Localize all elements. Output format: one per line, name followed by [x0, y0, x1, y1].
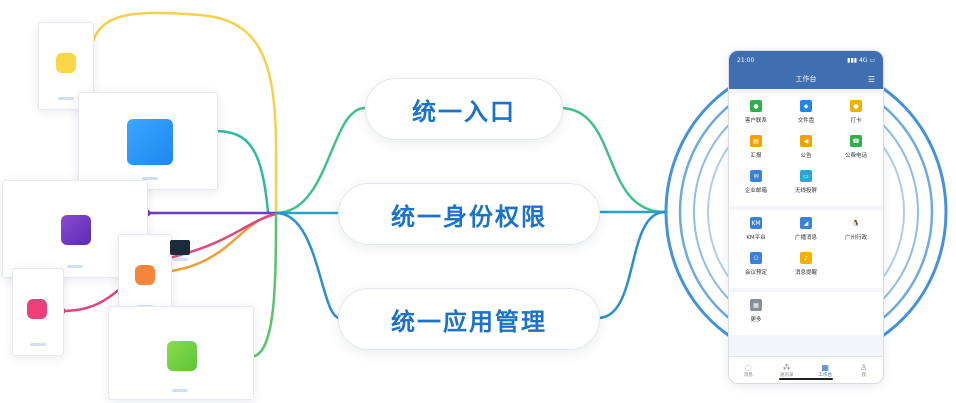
contacts-tab-icon: ⁂ — [782, 362, 791, 372]
phone-title: 工作台 — [795, 75, 817, 83]
filter-icon[interactable]: ☰ — [867, 75, 875, 84]
tab-label: 工作台 — [818, 372, 833, 378]
home-indicator — [779, 378, 833, 380]
app-folder[interactable]: ◆ 文件盘 — [781, 100, 831, 132]
dark-tile-caption — [172, 258, 188, 261]
green-tile — [167, 341, 197, 371]
app-bell[interactable]: ♪ 消息提醒 — [781, 252, 831, 284]
tab-label: 我 — [861, 372, 867, 378]
app-grid[interactable]: ▦ 更多 — [731, 299, 781, 331]
tab-label: 消息 — [743, 372, 753, 378]
orange-tile — [135, 265, 155, 285]
card-caption-bar — [67, 265, 83, 268]
app-label: 消息提醒 — [794, 270, 817, 276]
signal-label: 4G — [858, 56, 868, 64]
bell-icon: ♪ — [800, 252, 812, 264]
tab-me[interactable]: ♙我 — [845, 357, 883, 383]
apps-section-2: KM KM平台 ◢ 广播消息 🐧 广州行政 ⚇ 会议预定 ♪ 消息提醒 — [729, 210, 883, 288]
message-tab-icon: ◌ — [744, 362, 752, 372]
mail-icon: ✉ — [750, 170, 762, 182]
phone-header: 工作台 ☰ — [729, 69, 883, 89]
cast-icon: ▭ — [800, 170, 812, 182]
tab-message[interactable]: ◌消息 — [729, 357, 767, 383]
app-label: KM平台 — [746, 235, 766, 241]
app-announcement[interactable]: ◀ 公告 — [781, 135, 831, 167]
pink-tile — [27, 299, 47, 319]
app-label: 打卡 — [850, 118, 862, 124]
app-label: 公告 — [800, 153, 812, 159]
status-time: 21:00 — [737, 56, 755, 64]
tab-label: 通讯录 — [780, 372, 794, 378]
app-broadcast[interactable]: ◢ 广播消息 — [781, 217, 831, 249]
app-label: 会议预定 — [744, 270, 767, 276]
workbench-tab-icon: ▦ — [821, 362, 830, 372]
app-chat[interactable]: ● 客户联系 — [731, 100, 781, 132]
app-label: 无线投屏 — [794, 188, 817, 194]
card-caption-bar — [58, 97, 74, 100]
status-bar: 21:00 ▮▮▮ 4G ▭ — [729, 51, 883, 69]
status-indicators: ▮▮▮ 4G ▭ — [847, 56, 875, 64]
app-cast[interactable]: ▭ 无线投屏 — [781, 170, 831, 202]
unified-app-management-pill: 统一应用管理 — [338, 288, 600, 350]
phone-mockup: 21:00 ▮▮▮ 4G ▭ 工作台 ☰ ● 客户联系 ◆ 文件盘 ● 打卡 ▤ 汇报 ◀ 公告 ☎… — [728, 50, 884, 384]
app-card-blue — [78, 92, 218, 190]
dark-tile — [170, 240, 190, 255]
app-report[interactable]: ▤ 汇报 — [731, 135, 781, 167]
card-caption-bar — [172, 389, 188, 392]
app-label: 汇报 — [750, 153, 762, 159]
apps-section-1: ● 客户联系 ◆ 文件盘 ● 打卡 ▤ 汇报 ◀ 公告 ☎ 公费电话 ✉ 企业邮箱 ▭ 无线投屏 — [729, 93, 883, 206]
card-caption-bar — [142, 177, 158, 180]
me-tab-icon: ♙ — [860, 362, 868, 372]
app-mail[interactable]: ✉ 企业邮箱 — [731, 170, 781, 202]
penguin-icon: 🐧 — [850, 217, 862, 229]
location-icon: ● — [850, 100, 862, 112]
meeting-icon: ⚇ — [750, 252, 762, 264]
app-label: 企业邮箱 — [744, 188, 767, 194]
yellow-tile — [56, 53, 76, 73]
broadcast-icon: ◢ — [800, 217, 812, 229]
app-card-green — [108, 306, 254, 400]
purple-tile — [61, 215, 91, 245]
app-penguin[interactable]: 🐧 广州行政 — [831, 217, 881, 249]
blue-tile — [127, 119, 173, 165]
announcement-icon: ◀ — [800, 135, 812, 147]
unified-identity-pill: 统一身份权限 — [338, 183, 600, 245]
app-label: 更多 — [750, 317, 762, 323]
app-meeting[interactable]: ⚇ 会议预定 — [731, 252, 781, 284]
apps-section-3: ▦ 更多 — [729, 292, 883, 335]
report-icon: ▤ — [750, 135, 762, 147]
app-location[interactable]: ● 打卡 — [831, 100, 881, 132]
tab-contacts[interactable]: ⁂通讯录 — [768, 357, 806, 383]
app-card-orange — [118, 234, 172, 318]
grid-icon: ▦ — [750, 299, 762, 311]
app-label: 客户联系 — [744, 118, 767, 124]
phone-icon: ☎ — [850, 135, 862, 147]
app-label: 文件盘 — [797, 118, 815, 124]
card-caption-bar — [30, 343, 46, 346]
app-km[interactable]: KM KM平台 — [731, 217, 781, 249]
unified-entry-pill: 统一入口 — [365, 78, 563, 140]
app-phone[interactable]: ☎ 公费电话 — [831, 135, 881, 167]
tab-workbench[interactable]: ▦工作台 — [806, 357, 844, 383]
app-label: 广州行政 — [844, 235, 867, 241]
app-label: 广播消息 — [794, 235, 817, 241]
app-card-pink — [12, 268, 64, 356]
chat-icon: ● — [750, 100, 762, 112]
folder-icon: ◆ — [800, 100, 812, 112]
km-icon: KM — [750, 217, 762, 229]
app-label: 公费电话 — [844, 153, 867, 159]
